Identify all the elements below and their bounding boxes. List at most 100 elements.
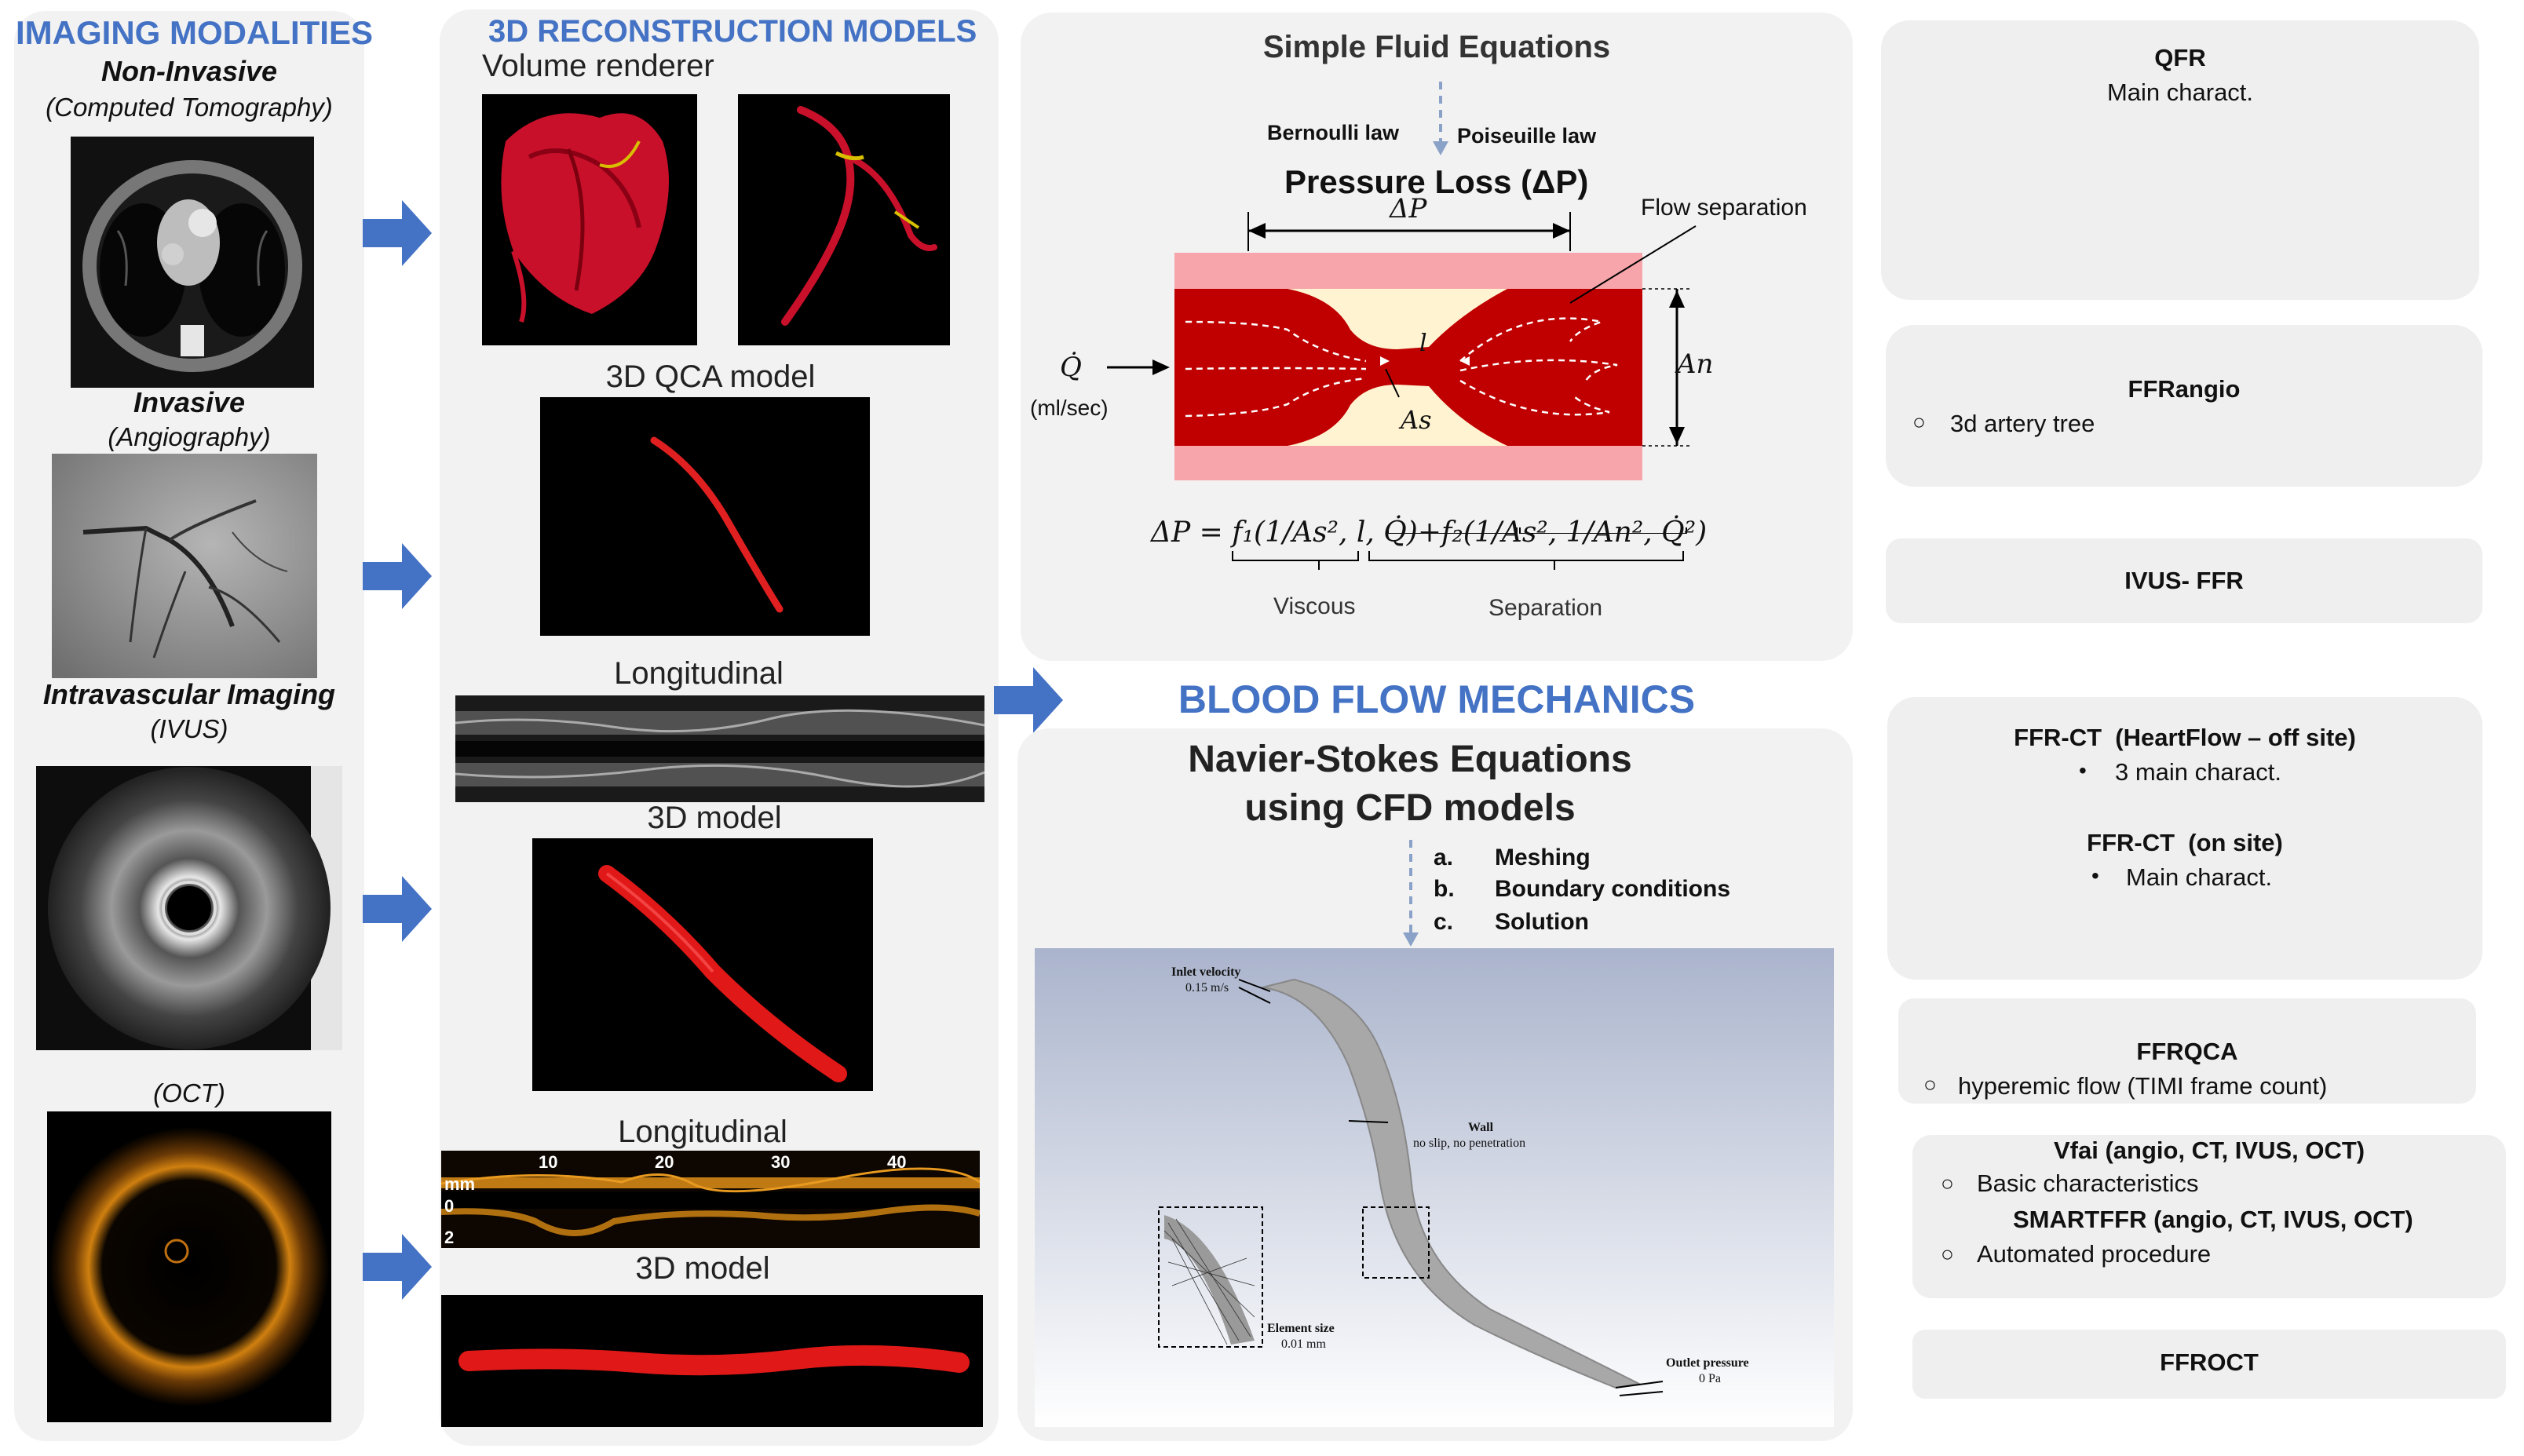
cfd-step-c-letter: c. [1434,909,1454,935]
oct-image [47,1111,331,1422]
inlet-velocity-label: Inlet velocity [1171,965,1241,979]
longitudinal-oct-label: Longitudinal [618,1115,787,1149]
ffrqca-bullet: ○ [1923,1072,1937,1097]
oct-label: (OCT) [153,1078,225,1108]
inflow-units-label: (ml/sec) [1030,396,1109,420]
ffr-ct-card [1887,697,2482,980]
separation-label: Separation [1488,595,1603,621]
length-l-label: l [1419,330,1427,357]
ivus-label: (IVUS) [150,714,228,743]
ivus-image [36,766,342,1050]
ffrangio-card [1886,325,2482,487]
smartffr-bullet: ○ [1941,1242,1954,1266]
oct-two-label: 2 [444,1228,455,1247]
oct-tick-20: 20 [655,1152,674,1172]
ffroct-title: FFROCT [2160,1348,2259,1376]
ffrangio-title: FFRangio [2128,375,2241,403]
arrow-to-bfm [994,667,1063,733]
vfai-title: Vfai (angio, CT, IVUS, OCT) [2054,1137,2365,1164]
oct-3d-model-label: 3D model [635,1251,770,1286]
qfr-line: Main charact. [2106,78,2254,106]
volume-render-heart-image [482,94,697,345]
oct-tick-10: 10 [539,1152,558,1172]
longitudinal-oct-image [441,1151,980,1248]
qfr-title: QFR [2154,44,2206,71]
inflow-q-label: Q̇ [1060,352,1082,383]
navier-stokes-title: Navier-Stokes Equations [1188,739,1632,780]
qca-model-image [540,397,870,636]
cfd-step-b-letter: b. [1434,876,1455,902]
intravascular-label: Intravascular Imaging [42,678,336,710]
inlet-velocity-value: 0.15 m/s [1185,981,1229,994]
volume-render-vessel-image [738,94,950,345]
qca-model-label: 3D QCA model [605,359,816,394]
pressure-equation: ΔP = f₁(1/As², l, Q̇)+f₂(1/As², 1/An², Q… [1151,516,1708,549]
flow-separation-label: Flow separation [1641,195,1807,221]
vfai-smartffr-card [1912,1135,2506,1298]
wall-label: Wall [1468,1121,1494,1134]
arrow-ct [363,200,432,266]
wall-description: no slip, no penetration [1413,1137,1526,1150]
dashed-arrow-simple [1433,82,1448,155]
ffrangio-bullet: ○ [1912,410,1926,434]
pressure-loss-title: Pressure Loss (ΔP) [1284,163,1589,200]
bernoulli-label: Bernoulli law [1267,121,1400,144]
longitudinal-ivus-label: Longitudinal [614,656,783,691]
blood-flow-mechanics-title: BLOOD FLOW MECHANICS [1178,677,1696,721]
ffrqca-card [1898,998,2476,1104]
cfd-step-a-label: Meshing [1495,845,1591,870]
cfd-simulation-image [1035,948,1834,1427]
oct-tick-40: 40 [887,1152,907,1172]
ct-label: (Computed Tomography) [46,93,333,122]
ivus-ffr-title: IVUS- FFR [2124,567,2244,594]
volume-renderer-label: Volume renderer [482,49,714,83]
vfai-bullet: ○ [1941,1171,1954,1195]
oct-mm-label: mm [444,1174,476,1194]
ffr-ct-onsite-bullet: • [2091,863,2099,888]
poiseuille-label: Poiseuille law [1457,124,1597,148]
angiography-label: (Angiography) [108,422,271,451]
outlet-pressure-value: 0 Pa [1699,1372,1721,1385]
smartffr-title: SMARTFFR (angio, CT, IVUS, OCT) [2013,1206,2413,1233]
ffrqca-title: FFRQCA [2136,1038,2238,1065]
ivus-3d-model-image [532,838,873,1091]
arrow-ivus [363,876,432,942]
longitudinal-ivus-image [455,695,984,802]
equation-brackets [1232,551,1684,570]
imaging-modalities-title: IMAGING MODALITIES [16,14,373,51]
oct-3d-model-image [441,1295,983,1427]
noninvasive-label: Non-Invasive [100,55,278,87]
ivus-ffr-card [1886,538,2482,623]
ffrqca-item: hyperemic flow (TIMI frame count) [1958,1072,2328,1100]
cfd-models-title: using CFD models [1244,787,1576,829]
area-as-label: As [1401,405,1432,435]
arrow-angio [363,543,432,609]
viscous-label: Viscous [1273,593,1356,619]
area-an-label: An [1677,348,1714,380]
ffrangio-item: 3d artery tree [1950,410,2095,437]
ct-scan-image [71,137,314,388]
invasive-label: Invasive [133,386,246,418]
ffr-ct-offsite-bullet: • [2079,758,2087,783]
element-size-label: Element size [1267,1322,1335,1335]
oct-zero-label: 0 [444,1196,455,1216]
smartffr-item: Automated procedure [1977,1240,2212,1268]
ffroct-card [1912,1330,2506,1399]
cfd-step-c-label: Solution [1495,909,1589,935]
cfd-step-b-label: Boundary conditions [1495,876,1730,902]
arrow-oct [363,1234,432,1300]
ffr-ct-onsite-title: FFR-CT (on site) [2087,829,2283,856]
qfr-card [1881,20,2479,300]
element-size-value: 0.01 mm [1281,1337,1326,1351]
vfai-item: Basic characteristics [1977,1170,2199,1197]
cfd-step-a-letter: a. [1434,845,1454,870]
dashed-arrow-cfd [1403,840,1419,947]
ivus-3d-model-label: 3D model [647,801,782,835]
angiography-image [52,454,317,678]
outlet-pressure-label: Outlet pressure [1666,1356,1749,1370]
reconstruction-title: 3D RECONSTRUCTION MODELS [488,14,977,49]
ffr-ct-onsite-item: Main charact. [2126,863,2273,891]
ffr-ct-offsite-item: 3 main charact. [2115,758,2281,786]
simple-fluid-title: Simple Fluid Equations [1262,30,1611,64]
ffr-ct-offsite-title: FFR-CT (HeartFlow – off site) [2014,724,2356,751]
